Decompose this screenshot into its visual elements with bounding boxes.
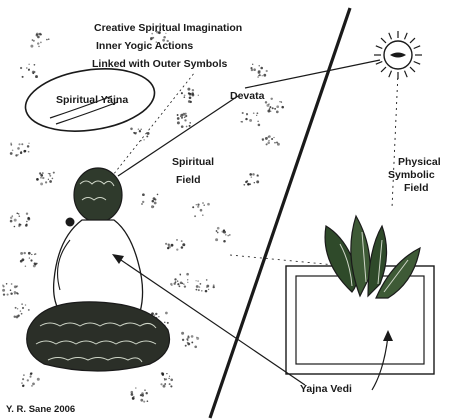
physical-field-label-1: Physical [398,156,441,168]
spiritual-field-label-2: Field [176,174,201,186]
physical-field-label-3: Field [404,182,429,194]
sun-icon [374,31,422,79]
physical-field-label-2: Symbolic [388,169,435,181]
devata-label: Devata [230,90,264,102]
heading-line-2: Inner Yogic Actions [96,40,193,52]
spiritual-field-label-1: Spiritual [172,156,214,168]
meditating-figure-icon [27,168,170,371]
yajna-vedi-label: Yajna Vedi [300,383,352,395]
heading-line-3: Linked with Outer Symbols [92,58,227,70]
author-credit: Y. R. Sane 2006 [6,404,75,416]
figure-link-dashed [105,72,195,185]
field-link-dashed [230,255,335,265]
sun-to-flame-dashed [392,72,398,208]
spiritual-yajna-label: Spiritual Yajna [56,94,128,106]
heading-line-1: Creative Spiritual Imagination [94,22,242,34]
